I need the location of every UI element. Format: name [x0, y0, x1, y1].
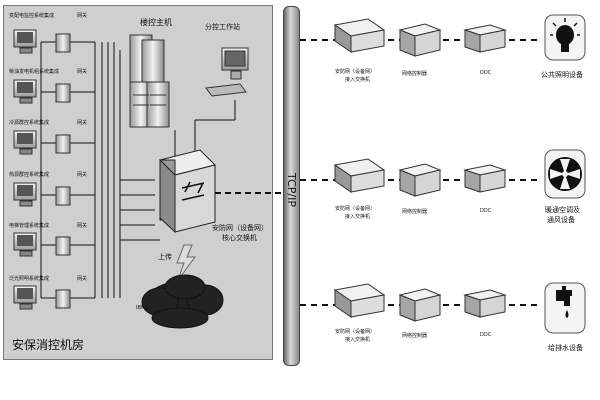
access-switch-label: 接入交换机 — [345, 214, 371, 220]
bulb-icon — [544, 14, 586, 61]
host-server-icon — [129, 34, 170, 128]
access-switch-label: 接入交换机 — [345, 337, 371, 343]
cloud-icon — [141, 274, 224, 329]
backbone-label: TCP/IP — [285, 173, 298, 207]
access-switch-label: 安防网（设备网） — [335, 69, 376, 75]
subsystem-computers — [13, 29, 37, 310]
fan-icon — [544, 149, 586, 199]
subsystem-label: 变配电监控系统集成 — [9, 13, 55, 19]
subsystem-label: 电梯管理系统集成 — [9, 223, 50, 229]
device-label: 暖通空调及 — [545, 206, 580, 214]
device-label: 给排水设备 — [548, 344, 583, 352]
ddc-label: DDC — [480, 332, 492, 338]
subsystem-label: 冷源群控系统集成 — [9, 120, 50, 126]
controller-label: 网络控制器 — [402, 333, 428, 339]
core-switch-label-line1: 安防网（设备网） — [212, 224, 268, 232]
gateway-label: 网关 — [77, 120, 88, 126]
gateway-label: 网关 — [77, 276, 88, 282]
gateway-label: 网关 — [77, 13, 88, 19]
workstation-label: 分控工作站 — [205, 23, 240, 31]
device-label: 公共照明设备 — [541, 71, 583, 79]
tcpip-backbone — [283, 6, 300, 366]
lightning-icon — [176, 244, 196, 281]
gateway-label: 网关 — [77, 223, 88, 229]
access-switch-label: 接入交换机 — [345, 77, 371, 83]
controller-label: 网络控制器 — [402, 209, 428, 215]
gateway-label: 网关 — [77, 172, 88, 178]
cloud-label: IBMS — [136, 305, 149, 311]
controller-label: 网络控制器 — [402, 71, 428, 77]
access-switch-label: 安防网（设备网） — [335, 206, 376, 212]
host-label: 楼控主机 — [140, 18, 172, 27]
branch-row-3 — [300, 283, 540, 322]
core-switch-icon — [159, 149, 216, 234]
subsystem-label: 泛光照明系统集成 — [9, 276, 50, 282]
workstation-icon — [205, 47, 249, 97]
panel-title: 安保消控机房 — [12, 338, 85, 352]
panel-wiring — [40, 41, 236, 299]
branch-row-1 — [300, 18, 540, 57]
ddc-label: DDC — [480, 208, 492, 214]
faucet-icon — [544, 282, 586, 334]
device-label: 通风设备 — [547, 216, 575, 224]
subsystem-label: 柴油发电机组系统集成 — [9, 69, 60, 75]
access-switch-label: 安防网（设备网） — [335, 329, 376, 335]
gateway-label: 网关 — [77, 69, 88, 75]
gateway-devices — [55, 33, 71, 309]
subsystem-label: 热源群控系统集成 — [9, 172, 50, 178]
upload-label: 上传 — [158, 253, 172, 261]
core-switch-label-line2: 核心交换机 — [222, 234, 257, 242]
branch-row-2 — [300, 158, 540, 197]
ddc-label: DDC — [480, 70, 492, 76]
